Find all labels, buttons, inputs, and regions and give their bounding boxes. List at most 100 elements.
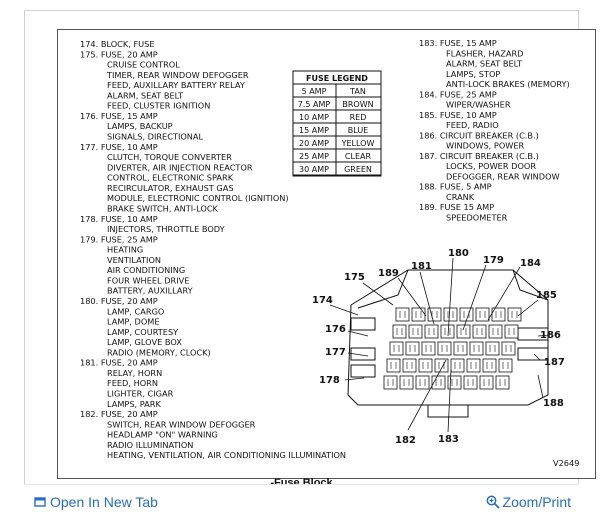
fuse-slot [408,324,423,339]
open-in-new-tab-link[interactable]: Open In New Tab [34,494,158,510]
zoom-print-label: Zoom/Print [502,494,571,510]
fuse-slot [501,341,516,356]
fuse-slot [427,307,442,322]
fuse-slot [392,324,407,339]
leader-lines [329,257,551,433]
callout-176: 176 [325,324,346,335]
fuse-entry-item: CONTROL, ELECTRONIC SPARK [107,173,234,183]
fuse-slot [498,358,513,373]
callout-188: 188 [543,398,564,409]
fuse-entry-item: HEADLAMP "ON" WARNING [107,430,218,440]
legend-color: GREEN [344,165,372,174]
fuse-slot [495,375,510,390]
fuse-slot [485,341,500,356]
fuse-entry-item: BATTERY, AUXILLARY [107,286,194,296]
fuse-entry-header: 185. FUSE, 10 AMP [419,110,497,120]
fuse-entry-item: WIPER/WASHER [446,100,511,110]
fuse-block-drawing [347,269,549,418]
fuse-entry-header: 177. FUSE, 10 AMP [80,142,158,152]
fuse-entry-item: FLASHER, HAZARD [446,48,523,58]
legend-color: RED [350,113,367,122]
fuse-entry-header: 187. CIRCUIT BREAKER (C.B.) [419,151,539,161]
open-in-new-tab-label: Open In New Tab [50,494,158,510]
open-in-new-tab-icon [34,497,46,507]
fuse-slot [456,324,471,339]
fuse-entry-item: LAMP, COURTESY [107,327,179,337]
fuse-entry-header: 174. BLOCK, FUSE [80,39,155,49]
fuse-slot [405,341,420,356]
fuse-entry-item: INJECTORS, THROTTLE BODY [107,224,226,234]
fuse-slot [472,324,487,339]
callout-182: 182 [395,435,416,446]
figure-code: V2649 [553,458,579,468]
fuse-entry-item: LOCKS, POWER DOOR [446,161,536,171]
fuse-entry-item: ANTI-LOCK BRAKES (MEMORY) [446,79,570,89]
legend-color: YELLOW [341,139,375,148]
fuse-entry-header: 186. CIRCUIT BREAKER (C.B.) [419,130,539,140]
callout-181: 181 [411,261,432,272]
fuse-entry-item: RADIO ILLUMINATION [107,440,193,450]
fuse-entry-item: SPEEDOMETER [446,212,508,222]
fuse-entry-item: TIMER, REAR WINDOW DEFOGGER [106,70,249,80]
callout-189: 189 [378,268,399,279]
fuse-slot [504,324,519,339]
fuse-entry-header: 179. FUSE, 25 AMP [80,234,158,244]
fuse-entry-item: HEATING [107,245,143,255]
fuse-entry-header: 180. FUSE, 20 AMP [80,296,158,306]
fuse-slot [447,375,462,390]
fuse-entry-header: 184. FUSE, 25 AMP [419,89,497,99]
fuse-entry-item: LAMP, DOME [107,317,160,327]
legend-amp: 20 AMP [299,139,329,148]
legend-color: BLUE [348,126,368,135]
fuse-slot [466,358,481,373]
fuse-entry-item: SWITCH, REAR WINDOW DEFOGGER [107,419,256,429]
fuse-entry-item: LAMP, CARGO [107,306,164,316]
fuse-entry-item: ALARM, SEAT BELT [107,90,184,100]
fuse-slot [395,307,410,322]
callout-184: 184 [520,258,541,269]
fuse-slot [437,341,452,356]
callout-180: 180 [448,248,469,259]
fuse-slot [443,307,458,322]
fuse-entry-item: BRAKE SWITCH, ANTI-LOCK [107,203,219,213]
caption-dash: - [270,477,274,489]
fuse-entry-header: 183. FUSE, 15 AMP [419,38,497,48]
callout-178: 178 [319,375,340,386]
zoom-print-link[interactable]: Zoom/Print [486,494,571,510]
fuse-slot [402,358,417,373]
fuse-slot [479,375,494,390]
fuse-entry-item: FEED, RADIO [446,120,499,130]
callout-186: 186 [540,330,561,341]
fuse-entry-item: FEED, HORN [107,378,158,388]
fuse-entry-item: FEED, AUXILLARY BATTERY RELAY [107,80,246,90]
fuse-slot [415,375,430,390]
legend-amp: 30 AMP [299,165,329,174]
fuse-entry-item: LAMPS, PARK [107,399,161,409]
fuse-entry-header: 188. FUSE, 5 AMP [419,182,492,192]
fuse-entry-item: FOUR WHEEL DRIVE [107,275,189,285]
fuse-entry-item: LAMPS, BACKUP [107,121,173,131]
fuse-entry-header: 182. FUSE, 20 AMP [80,409,158,419]
callout-183: 183 [438,434,459,445]
fuse-slot [507,307,522,322]
fuse-slot [434,358,449,373]
fuse-entry-item: RECIRCULATOR, EXHAUST GAS [107,183,234,193]
fuse-slot [488,324,503,339]
callout-175: 175 [344,272,365,283]
fuse-entry-item: RADIO (MEMORY, CLOCK) [107,347,211,357]
fuse-slot [424,324,439,339]
fuse-slot [440,324,455,339]
legend-amp: 7.5 AMP [298,100,331,109]
legend-color: TAN [349,87,366,96]
fuse-entry-item: WINDOWS, POWER [446,141,525,151]
fuse-slot [389,341,404,356]
fuse-slot [469,341,484,356]
fuse-entry-item: FEED, CLUSTER IGNITION [107,101,210,111]
legend-amp: 25 AMP [299,152,329,161]
fuse-entry-item: CRUISE CONTROL [107,60,180,70]
callout-179: 179 [483,255,504,266]
fuse-entry-header: 176. FUSE, 15 AMP [80,111,158,121]
fuse-entry-item: DEFOGGER, REAR WINDOW [446,171,560,181]
